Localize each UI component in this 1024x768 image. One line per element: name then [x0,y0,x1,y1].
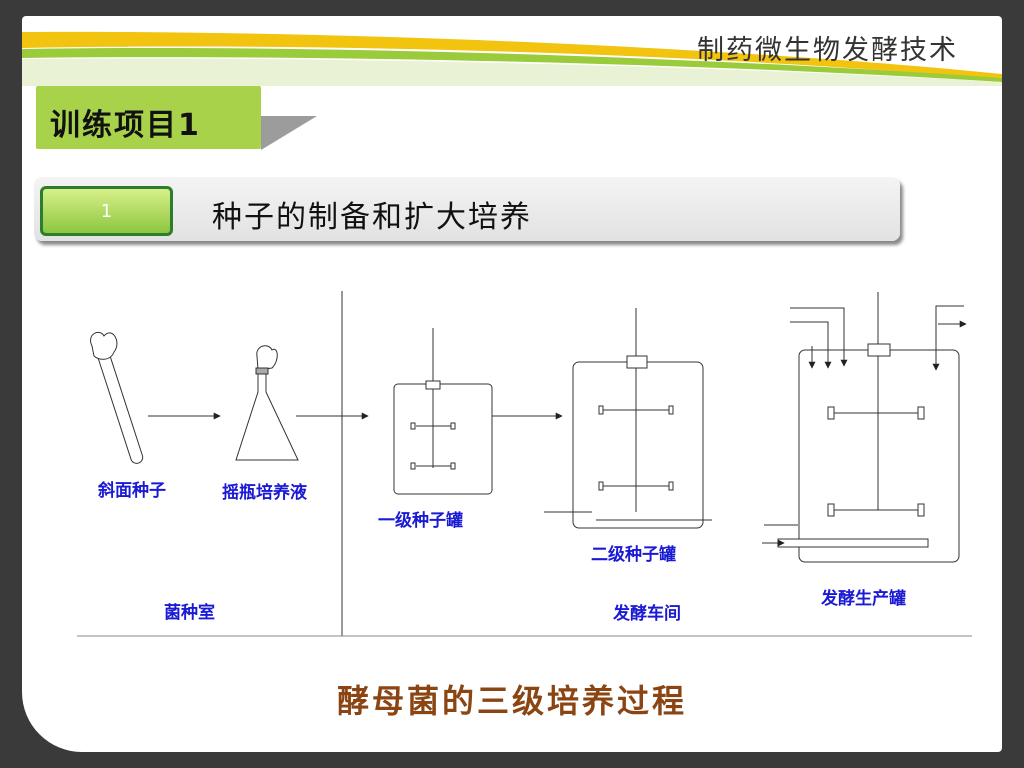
secondary-seed-tank-icon [544,308,712,529]
label-production-tank: 发酵生产罐 [820,588,906,608]
label-primary-tank: 一级种子罐 [378,510,463,530]
label-slant: 斜面种子 [97,480,166,500]
section-number-badge: 1 [40,186,173,236]
label-secondary-tank: 二级种子罐 [591,544,676,564]
shake-flask-icon [235,345,299,461]
figure-caption: 酵母菌的三级培养过程 [336,682,687,720]
primary-seed-tank-icon [393,328,493,495]
section-title: 种子的制备和扩大培养 [212,200,532,235]
label-workshop: 发酵车间 [612,603,681,623]
slant-tube-icon [90,331,144,464]
culture-process-diagram: 斜面种子 摇瓶培养液 一级种子罐 二级种子罐 发酵生产罐 菌种室 发酵车间 [77,291,972,637]
label-shake-flask: 摇瓶培养液 [222,482,307,502]
section-number: 1 [100,201,113,222]
tab-shadow [261,116,317,150]
header-stripes [22,31,1002,86]
label-seed-room: 菌种室 [164,602,215,622]
project-tab-label: 训练项目1 [50,108,201,143]
production-fermenter-icon [762,292,967,563]
project-tab: 训练项目1 [36,86,261,149]
course-title: 制药微生物发酵技术 [697,35,958,66]
slide: 制药微生物发酵技术 训练项目1 1 种子的制备和扩大培养 [22,16,1002,752]
section-bar [34,177,900,241]
